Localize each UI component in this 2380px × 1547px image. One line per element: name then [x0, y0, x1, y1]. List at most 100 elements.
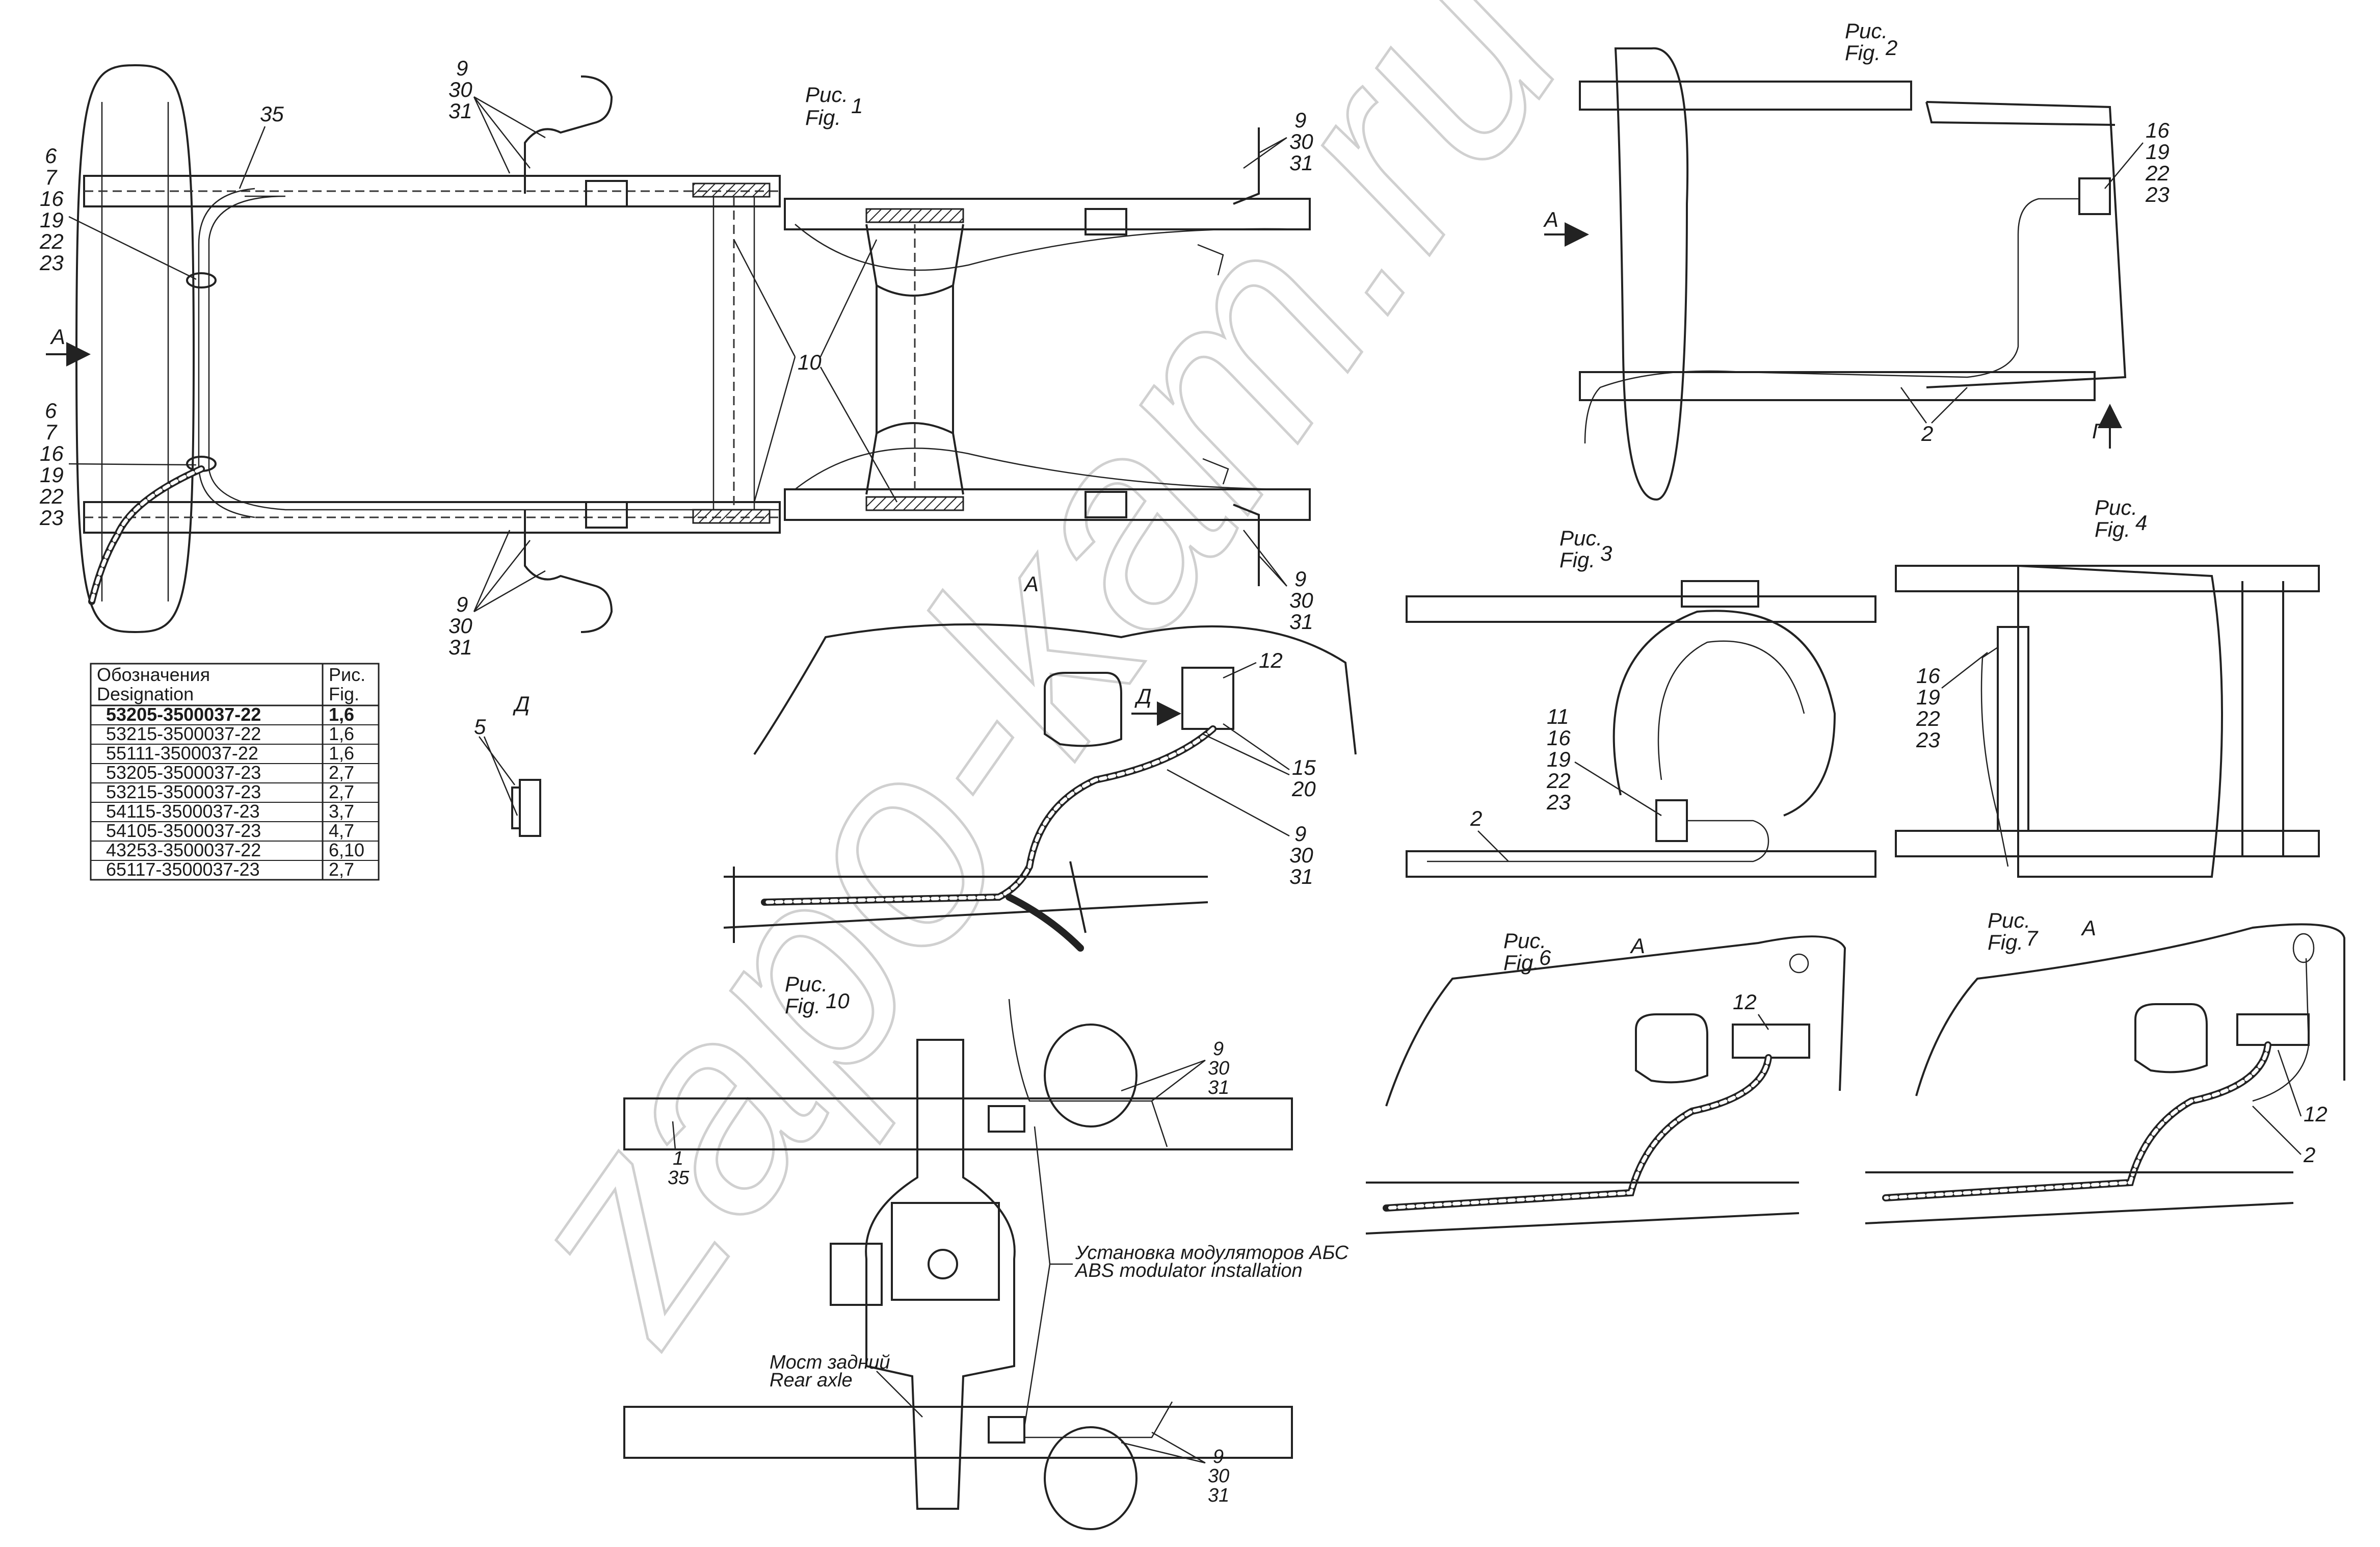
callout-9-30-31-fig10-bottom: 9 30 31	[1121, 1431, 1229, 1506]
hatched-pad	[865, 208, 964, 223]
callout-2-fig3: 2	[1470, 806, 1482, 830]
svg-text:Fig.: Fig.	[1845, 41, 1881, 65]
table-cell-designation: 65117-3500037-23	[106, 859, 260, 880]
svg-text:16: 16	[40, 187, 64, 211]
modulator	[585, 180, 628, 207]
svg-text:9: 9	[1294, 567, 1306, 591]
hatched-pad	[865, 496, 964, 511]
callout-35-fig10: 35	[668, 1167, 690, 1189]
view-label-a-fig2: А	[1543, 207, 1558, 231]
leader-abs-note	[1023, 1126, 1073, 1428]
table-cell-fig: 1,6	[329, 743, 354, 764]
svg-text:22: 22	[39, 229, 64, 253]
callout-11-16-19-22-23: 11 16 19 22 23	[1546, 704, 1662, 817]
frame-outline	[723, 861, 1208, 943]
svg-text:19: 19	[1547, 747, 1571, 771]
svg-text:31: 31	[1208, 1485, 1229, 1506]
axle-flange	[928, 1249, 958, 1279]
callout-9-30-31-rear-top: 9 30 31	[1243, 108, 1313, 175]
svg-text:3: 3	[1600, 541, 1612, 565]
sensor-cable	[1584, 198, 2079, 444]
connector-box	[1732, 1024, 1810, 1059]
view-label-d: Д	[513, 692, 530, 716]
svg-text:23: 23	[1546, 790, 1571, 814]
table-cell-fig: 2,7	[329, 762, 354, 783]
svg-text:11: 11	[1547, 704, 1569, 728]
frame-rail-bottom-rear	[784, 488, 1311, 521]
svg-text:22: 22	[39, 484, 64, 508]
seat-back	[1044, 672, 1122, 747]
callout-5: 5	[474, 715, 486, 739]
frame-rail-lower	[1406, 850, 1876, 878]
note-abs-ru: Установка модуляторов АБС	[1075, 1242, 1349, 1264]
view-label-a-fig1: А	[1023, 572, 1039, 596]
frame-rail-top-rear	[784, 198, 1311, 230]
leader-1-35	[672, 1121, 676, 1150]
table-header-designation-ru: Обозначения	[97, 664, 210, 685]
brake-chamber-top	[1044, 1024, 1138, 1128]
brake-chamber-bottom	[1044, 1426, 1138, 1530]
table-cell-fig: 1,6	[329, 723, 354, 744]
sensor-block	[1655, 799, 1688, 842]
view-label-d-arrow: Д	[1134, 684, 1152, 708]
svg-text:10: 10	[826, 989, 850, 1013]
svg-text:30: 30	[448, 77, 472, 101]
detail-d-part	[519, 779, 541, 837]
svg-text:16: 16	[1547, 726, 1571, 750]
table-cell-designation: 55111-3500037-22	[106, 743, 258, 764]
svg-text:30: 30	[448, 614, 472, 638]
table-cell-fig: 1,6	[329, 704, 354, 725]
axle-input-flange	[830, 1243, 883, 1306]
svg-text:23: 23	[2145, 182, 2170, 206]
svg-text:16: 16	[40, 441, 64, 465]
svg-text:31: 31	[1289, 610, 1313, 634]
axle-housing	[865, 224, 964, 495]
sensor-hose-top	[524, 75, 613, 194]
detail-d-part	[511, 786, 521, 829]
callout-16-19-22-23-fig2: 16 19 22 23	[2104, 118, 2170, 206]
svg-text:Рис.: Рис.	[1503, 929, 1546, 953]
wheel-arch	[1612, 610, 1836, 817]
svg-text:31: 31	[448, 99, 472, 123]
modulator	[988, 1105, 1025, 1133]
axle-differential	[891, 1202, 1000, 1301]
table-cell-designation: 53215-3500037-22	[106, 723, 261, 744]
svg-text:Fig.: Fig.	[1988, 930, 2023, 954]
sensor-cable	[1980, 646, 2009, 867]
callout-2-fig2: 2	[1921, 422, 1933, 445]
note-axle-en: Rear axle	[770, 1370, 853, 1391]
modulator	[585, 501, 628, 529]
figure-7: Рис. Fig. 7 А 12 2	[1865, 908, 2345, 1224]
frame-rail	[1406, 595, 1876, 623]
rear-axle-housing	[865, 1039, 1016, 1510]
sensor-cable	[2252, 958, 2310, 1102]
sensor-bracket	[1997, 626, 2029, 832]
svg-text:30: 30	[1289, 129, 1313, 153]
table-header-fig-ru: Рис.	[329, 664, 365, 685]
modulator	[1085, 208, 1127, 235]
frame-rail-lower	[1579, 371, 2096, 401]
designation-table: ОбозначенияDesignationРис.Fig.53205-3500…	[90, 663, 380, 881]
figure-6: Рис. Fig. 6 А 12	[1365, 929, 1846, 1235]
harness-cable-pattern	[1884, 1043, 2270, 1200]
detail-d: Д 5	[474, 692, 541, 837]
fig1-title-ru: Рис.	[805, 83, 848, 107]
table-cell-fig: 2,7	[329, 781, 354, 802]
figure-1: А Рис. Fig. 1 35 6 7 16 19 22 23 6 7 16 …	[39, 56, 1313, 659]
callout-9-30-31-bottom: 9 30 31	[448, 530, 546, 659]
spring-outline	[795, 224, 1305, 490]
svg-text:23: 23	[1916, 728, 1940, 752]
table-cell-fig: 2,7	[329, 859, 354, 880]
callout-10: 10	[733, 239, 898, 503]
cab-outline	[1385, 935, 1846, 1107]
svg-text:6: 6	[1539, 946, 1551, 969]
svg-text:2: 2	[1885, 36, 1897, 60]
callout-9-30-31-rear-bottom: 9 30 31	[1243, 530, 1313, 634]
svg-text:Рис.: Рис.	[1988, 908, 2030, 932]
table-header-fig-en: Fig.	[329, 684, 359, 704]
svg-text:30: 30	[1208, 1058, 1229, 1079]
svg-text:30: 30	[1289, 588, 1313, 612]
fig1-number: 1	[851, 94, 863, 118]
view-label-a-fig7: А	[2080, 916, 2096, 940]
